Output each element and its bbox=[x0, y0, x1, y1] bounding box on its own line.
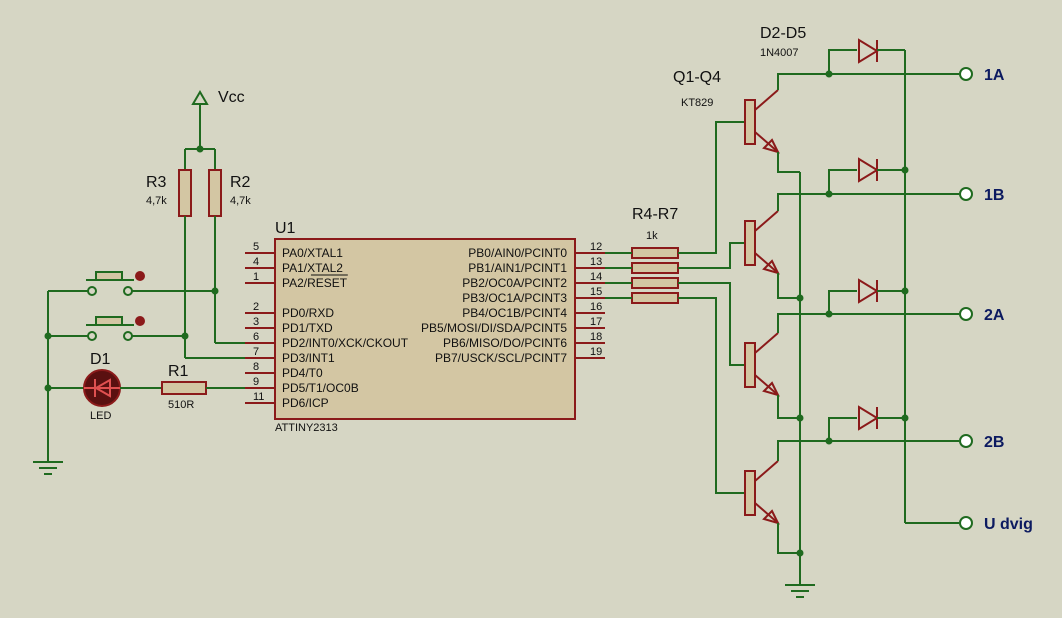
r3-ref: R3 bbox=[146, 174, 167, 191]
r2-ref: R2 bbox=[230, 174, 251, 191]
terminal-1b bbox=[959, 187, 973, 201]
vcc-symbol bbox=[191, 90, 209, 149]
terminal-2a bbox=[959, 307, 973, 321]
mcu-pin-number: 17 bbox=[590, 316, 602, 328]
resistor-r2 bbox=[208, 169, 222, 217]
mcu-pin-number: 18 bbox=[590, 331, 602, 343]
mcu-pin-name: PA1/XTAL2 bbox=[282, 261, 343, 275]
mcu-pin-number: 14 bbox=[590, 271, 602, 283]
mcu-pin-name: PB7/USCK/SCL/PCINT7 bbox=[435, 351, 567, 365]
diode-d2 bbox=[828, 38, 905, 74]
terminal-label-u-dvig: U dvig bbox=[984, 516, 1033, 533]
mcu-pin-name: PA0/XTAL1 bbox=[282, 246, 343, 260]
mcu-part: ATTINY2313 bbox=[275, 422, 338, 434]
terminal-label-1b: 1B bbox=[984, 187, 1004, 204]
mcu-pin-name: PB1/AIN1/PCINT1 bbox=[468, 261, 567, 275]
mcu-pin-name: PB5/MOSI/DI/SDA/PCINT5 bbox=[421, 321, 567, 335]
diode-d3 bbox=[828, 157, 905, 194]
r3-value: 4,7k bbox=[146, 195, 167, 207]
terminal-label-1a: 1A bbox=[984, 67, 1005, 84]
mcu-pin-number: 12 bbox=[590, 241, 602, 253]
transistor-value: KT829 bbox=[681, 97, 713, 109]
terminal-label-2a: 2A bbox=[984, 307, 1005, 324]
transistor-q1 bbox=[744, 89, 780, 154]
terminal-u-dvig bbox=[959, 516, 973, 530]
transistor-q3 bbox=[744, 332, 780, 397]
array-ref: R4-R7 bbox=[632, 206, 678, 223]
mcu-body bbox=[274, 238, 576, 420]
mcu-pin-name: PD1/TXD bbox=[282, 321, 333, 335]
led-ref: D1 bbox=[90, 351, 111, 368]
led-d1 bbox=[83, 369, 121, 407]
transistor-q4 bbox=[744, 460, 780, 525]
mcu-ref: U1 bbox=[275, 220, 296, 237]
resistor-r1 bbox=[161, 381, 207, 395]
mcu-pin-number: 2 bbox=[253, 301, 259, 313]
diode-d4 bbox=[828, 278, 905, 314]
diode-value: 1N4007 bbox=[760, 47, 799, 59]
mcu-pin-number: 16 bbox=[590, 301, 602, 313]
mcu-pin-name: PD6/ICP bbox=[282, 396, 329, 410]
resistor-array bbox=[631, 247, 679, 304]
mcu-pin-number: 19 bbox=[590, 346, 602, 358]
mcu-pin-name: PA2/RESET bbox=[282, 276, 348, 290]
mcu-right-pins: 12 PB0/AIN0/PCINT0 13 PB1/AIN1/PCINT1 14 PB2/… bbox=[421, 241, 605, 365]
mcu-pin-number: 7 bbox=[253, 346, 259, 358]
mcu-pin-number: 9 bbox=[253, 376, 259, 388]
mcu-pin-number: 1 bbox=[253, 271, 259, 283]
mcu-pin-number: 5 bbox=[253, 241, 259, 253]
array-value: 1k bbox=[646, 230, 658, 242]
vcc-label: Vcc bbox=[218, 89, 245, 106]
mcu-pin-number: 8 bbox=[253, 361, 259, 373]
mcu-pin-number: 11 bbox=[253, 391, 264, 403]
mcu-pin-name: PD0/RXD bbox=[282, 306, 334, 320]
r1-ref: R1 bbox=[168, 363, 189, 380]
diode-d5 bbox=[828, 405, 905, 441]
mcu-pin-name: PB6/MISO/DO/PCINT6 bbox=[443, 336, 567, 350]
terminal-1a bbox=[959, 67, 973, 81]
mcu-pin-number: 6 bbox=[253, 331, 259, 343]
diode-ref: D2-D5 bbox=[760, 25, 806, 42]
mcu-pin-number: 13 bbox=[590, 256, 602, 268]
resistor-r3 bbox=[178, 169, 192, 217]
mcu-pin-name: PB2/OC0A/PCINT2 bbox=[462, 276, 567, 290]
push-button-1 bbox=[48, 271, 215, 296]
mcu-pin-name: PD5/T1/OC0B bbox=[282, 381, 359, 395]
mcu-pin-number: 15 bbox=[590, 286, 602, 298]
ground-symbol-right bbox=[785, 584, 815, 598]
transistor-q2 bbox=[744, 210, 780, 275]
terminal-2b bbox=[959, 434, 973, 448]
led-value: LED bbox=[90, 410, 111, 422]
transistor-ref: Q1-Q4 bbox=[673, 69, 721, 86]
mcu-pin-number: 4 bbox=[253, 256, 259, 268]
r1-value: 510R bbox=[168, 399, 194, 411]
mcu-pin-name: PB3/OC1A/PCINT3 bbox=[462, 291, 567, 305]
mcu-pin-name: PB0/AIN0/PCINT0 bbox=[468, 246, 567, 260]
mcu-pin-name: PB4/OC1B/PCINT4 bbox=[462, 306, 567, 320]
mcu-pin-name: PD4/T0 bbox=[282, 366, 323, 380]
mcu-pin-number: 3 bbox=[253, 316, 259, 328]
terminal-label-2b: 2B bbox=[984, 434, 1004, 451]
r2-value: 4,7k bbox=[230, 195, 251, 207]
push-button-2 bbox=[48, 316, 185, 341]
ground-symbol-left bbox=[33, 461, 63, 475]
mcu-pin-name: PD2/INT0/XCK/CKOUT bbox=[282, 336, 409, 350]
mcu-pin-name: PD3/INT1 bbox=[282, 351, 335, 365]
